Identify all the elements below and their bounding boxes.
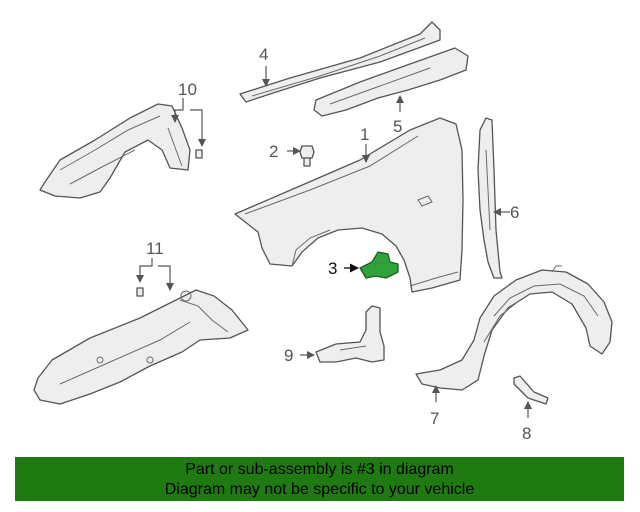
callout-1: 1 <box>360 125 369 144</box>
callout-2: 2 <box>269 142 278 161</box>
callout-6: 6 <box>510 203 519 222</box>
leader-10a <box>171 98 184 123</box>
part-6-strip <box>477 117 503 279</box>
part-9-bracket <box>315 305 385 363</box>
callout-5: 5 <box>393 117 402 136</box>
part-7-liner <box>415 265 613 391</box>
part-5-seal <box>313 47 469 117</box>
callout-8: 8 <box>522 424 531 443</box>
leader-10b <box>190 109 206 147</box>
part-11-undercover <box>33 287 249 405</box>
parts-diagram: 10 4 5 2 1 6 3 <box>33 21 613 443</box>
part-10-cover <box>39 103 203 199</box>
callout-10: 10 <box>178 80 197 99</box>
leader-11b <box>158 265 174 291</box>
callout-4: 4 <box>259 45 268 64</box>
part-8-strip <box>513 375 549 405</box>
info-banner: Part or sub-assembly is #3 in diagram Di… <box>15 457 624 501</box>
part-4-rail <box>239 21 441 103</box>
callout-3: 3 <box>328 259 337 278</box>
part-1-fender <box>234 117 464 293</box>
banner-line-1: Part or sub-assembly is #3 in diagram <box>185 461 454 478</box>
part-2-bolt <box>299 145 315 167</box>
leader-11a <box>136 258 153 283</box>
callout-7: 7 <box>430 409 439 428</box>
banner-line-2: Diagram may not be specific to your vehi… <box>164 481 475 498</box>
callout-9: 9 <box>284 346 293 365</box>
callout-11: 11 <box>146 239 164 258</box>
part-3-bracket-highlighted <box>359 251 399 279</box>
